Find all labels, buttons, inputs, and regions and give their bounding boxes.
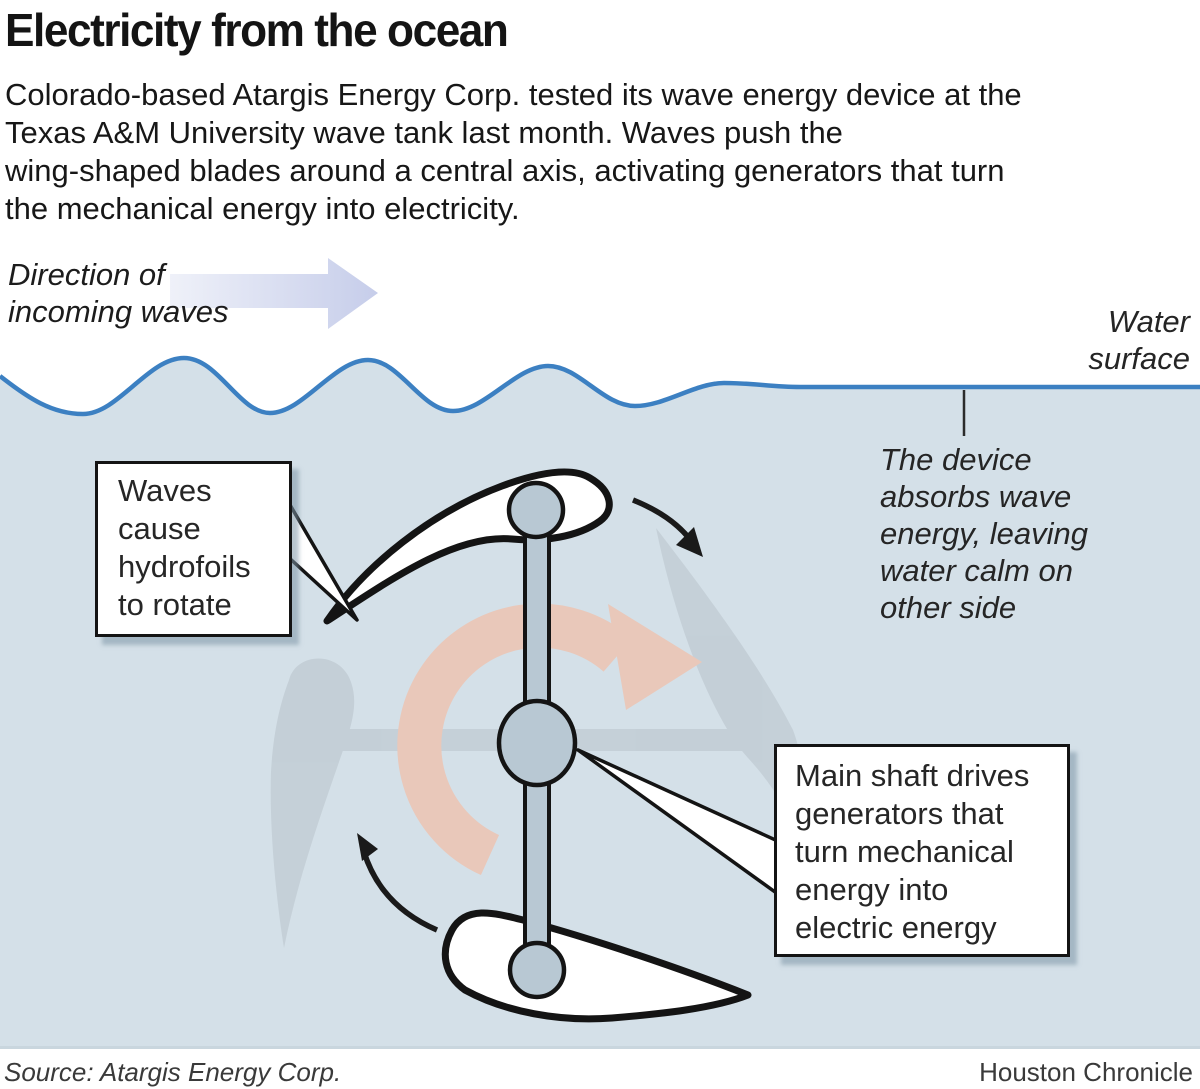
intro-paragraph: Colorado-based Atargis Energy Corp. test… [5,76,1022,228]
rotation-arrow-arc [397,603,633,876]
center-hub [496,698,578,788]
device-note-line: other side [880,590,1017,625]
callout-main-shaft-line: electric energy [795,910,997,945]
callout-main-shaft-line: generators that [795,796,1004,831]
intro-line: the mechanical energy into electricity. [5,191,520,226]
callout-hydrofoils-line: Waves [118,473,212,508]
callout-hydrofoils: Waves cause hydrofoils to rotate [95,461,292,637]
rotation-direction-arrow-top-icon [631,497,703,557]
intro-line: Texas A&M University wave tank last mont… [5,115,843,150]
water-bottom-edge [0,1046,1200,1049]
callout-main-shaft-line: Main shaft drives [795,758,1030,793]
source-credit: Source: Atargis Energy Corp. [4,1057,342,1087]
callout-main-shaft-line: energy into [795,872,949,907]
direction-label: Direction of incoming waves [8,256,229,330]
callout-hydrofoils-line: to rotate [118,587,232,622]
publisher-credit: Houston Chronicle [979,1057,1193,1087]
device-note-line: The device [880,442,1032,477]
device-note-line: energy, leaving [880,516,1088,551]
callout-main-shaft: Main shaft drives generators that turn m… [774,744,1070,957]
device-note-line: absorbs wave [880,479,1072,514]
intro-line: Colorado-based Atargis Energy Corp. test… [5,77,1022,112]
water-surface-line-label: surface [1088,341,1190,376]
callout-hydrofoils-line: cause [118,511,201,546]
direction-arrow-icon [170,258,378,329]
bottom-blade-hub [507,940,567,1000]
wave-surface-line [0,355,1200,417]
intro-line: wing-shaped blades around a central axis… [5,153,1005,188]
water-surface-line-label: Water [1107,304,1190,339]
rotation-arrow-icon [397,603,702,876]
rotation-direction-arrow-bottom-icon [357,833,439,933]
device-note: The device absorbs wave energy, leaving … [880,441,1088,626]
direction-label-line: incoming waves [8,294,229,329]
callout-hydrofoils-line: hydrofoils [118,549,251,584]
watermark-right-leg [656,528,803,835]
callout-main-shaft-line: turn mechanical [795,834,1014,869]
top-blade-hub [506,480,566,540]
device-note-line: water calm on [880,553,1073,588]
rotation-arrow-head [608,604,702,710]
page-title: Electricity from the ocean [5,4,509,56]
direction-label-line: Direction of [8,257,165,292]
water-surface-label: Water surface [1010,303,1190,377]
